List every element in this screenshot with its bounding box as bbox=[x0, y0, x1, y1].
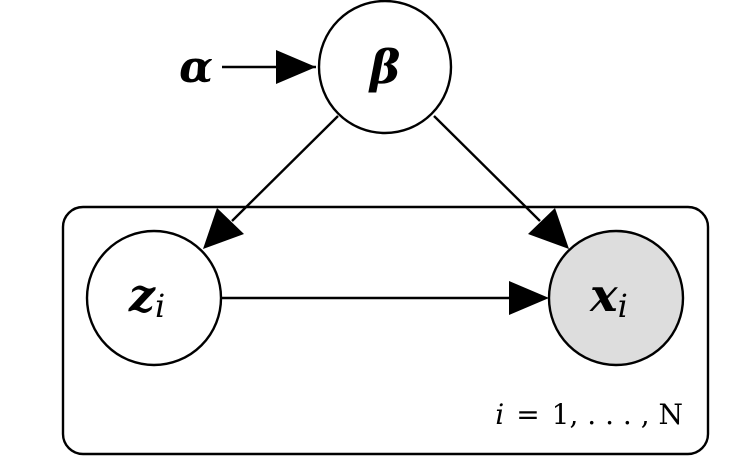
node-z: zi bbox=[85, 229, 223, 367]
node-x-subscript: i bbox=[618, 287, 628, 325]
edge-beta-to-z bbox=[231, 115, 339, 222]
node-x-label: xi bbox=[589, 268, 628, 325]
edge-z-to-x-arrowhead bbox=[509, 281, 549, 315]
plate bbox=[61, 205, 710, 456]
node-z-label: zi bbox=[128, 268, 165, 325]
plate-range: 1, . . . , N bbox=[552, 398, 683, 431]
node-beta-label: β bbox=[368, 40, 401, 94]
edge-beta-to-z-arrowhead bbox=[203, 208, 244, 249]
node-x-circle bbox=[547, 229, 685, 367]
node-beta: β bbox=[317, 0, 453, 135]
node-x-symbol: x bbox=[589, 268, 618, 322]
node-z-circle bbox=[85, 229, 223, 367]
node-x: xi bbox=[547, 229, 685, 367]
edge-beta-to-x bbox=[433, 115, 541, 222]
edge-beta-to-x-arrowhead bbox=[528, 208, 569, 249]
edge-alpha-to-beta-arrowhead bbox=[276, 50, 316, 84]
node-alpha-label: α bbox=[179, 42, 213, 93]
plate-index: i bbox=[495, 398, 504, 431]
node-z-symbol: z bbox=[128, 268, 156, 322]
node-beta-circle bbox=[317, 0, 453, 135]
plate-label: i = 1, . . . , N bbox=[495, 398, 683, 431]
plate-equals: = bbox=[516, 398, 539, 431]
node-z-subscript: i bbox=[155, 287, 165, 325]
